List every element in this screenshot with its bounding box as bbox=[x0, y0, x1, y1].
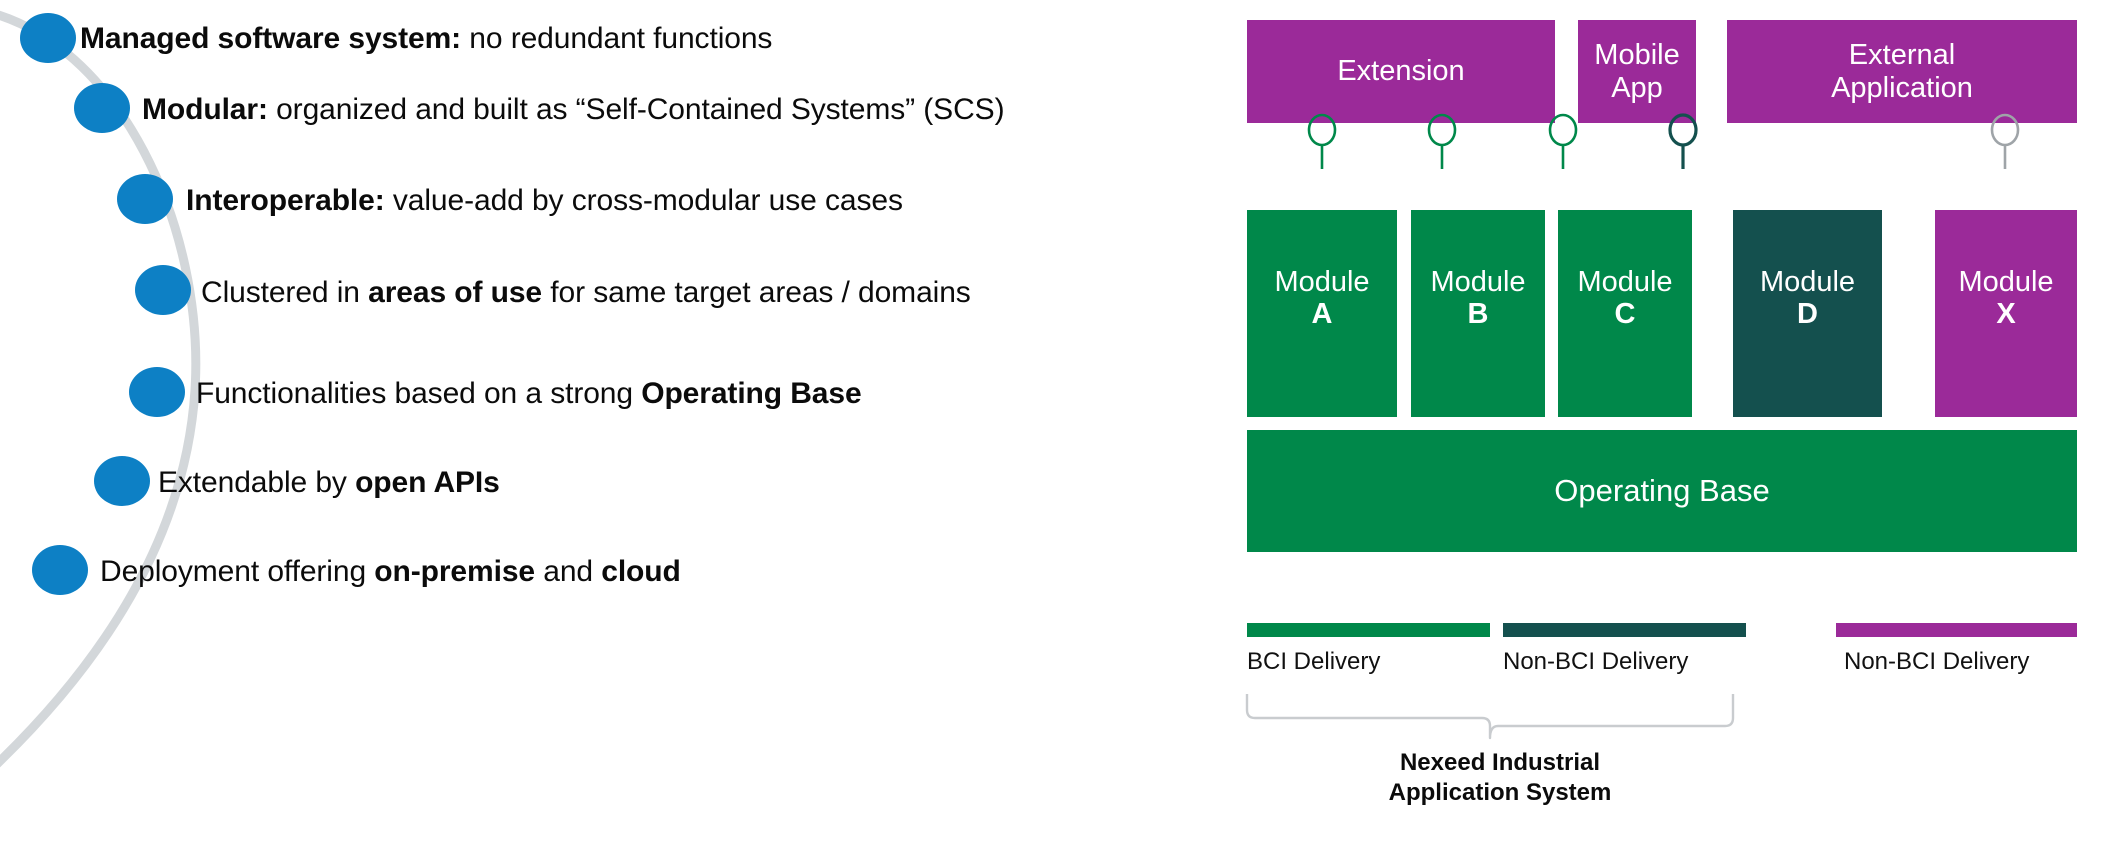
consumer-box-external-application[interactable]: External Application bbox=[1727, 20, 2077, 123]
bullet-pre-7: Deployment offering bbox=[100, 555, 375, 588]
module-box-x[interactable]: Module X bbox=[1935, 210, 2077, 417]
bullet-rest-4: for same target areas / domains bbox=[542, 276, 971, 309]
legend-label-non-bci-delivery-external: Non-BCI Delivery bbox=[1844, 648, 2030, 675]
module-letter: C bbox=[1614, 298, 1636, 331]
decorative-arc bbox=[0, 10, 201, 768]
consumer-label-line1: External bbox=[1848, 39, 1956, 72]
module-box-a[interactable]: Module A bbox=[1247, 210, 1397, 417]
bullet-bold-6: open APIs bbox=[355, 466, 500, 499]
module-box-b[interactable]: Module B bbox=[1411, 210, 1545, 417]
bullet-dot-6 bbox=[94, 456, 150, 506]
bullet-bold-7: on-premise bbox=[374, 555, 535, 588]
module-box-d[interactable]: Module D bbox=[1733, 210, 1882, 417]
bullet-label-6: Extendable by open APIs bbox=[158, 466, 500, 501]
api-lollipop-module-b bbox=[1427, 113, 1457, 169]
system-scope-caption-line2: Application System bbox=[1388, 779, 1612, 806]
module-name: Module bbox=[1759, 266, 1856, 298]
module-box-c[interactable]: Module C bbox=[1558, 210, 1692, 417]
bullet-label-3: Interoperable: value-add by cross-modula… bbox=[186, 184, 903, 219]
bullet-dot-5 bbox=[129, 367, 185, 417]
bullet-label-7: Deployment offering on-premise and cloud bbox=[100, 555, 681, 590]
module-label-c: Module C bbox=[1577, 266, 1672, 331]
bullet-dot-4 bbox=[135, 265, 191, 315]
consumer-label-line2: Application bbox=[1831, 71, 1973, 104]
bullet-label-4: Clustered in areas of use for same targe… bbox=[201, 276, 971, 311]
api-lollipop-module-d bbox=[1668, 113, 1698, 169]
consumer-label-line2: App bbox=[1611, 71, 1663, 104]
bullet-bold2-7: cloud bbox=[601, 555, 681, 588]
module-letter: X bbox=[1996, 298, 2016, 331]
bullet-bold-4: areas of use bbox=[368, 276, 543, 309]
module-label-a: Module A bbox=[1274, 266, 1369, 331]
bullet-label-1: Managed software system: no redundant fu… bbox=[80, 22, 772, 57]
legend-swatch-non-bci-delivery bbox=[1503, 623, 1746, 637]
system-scope-bracket bbox=[1245, 694, 1735, 740]
module-letter: D bbox=[1797, 298, 1818, 331]
api-lollipop-module-x bbox=[1990, 113, 2020, 169]
module-label-d: Module D bbox=[1760, 266, 1855, 331]
legend-swatch-non-bci-delivery-external bbox=[1836, 623, 2077, 637]
consumer-box-extension[interactable]: Extension bbox=[1247, 20, 1555, 123]
module-letter: B bbox=[1467, 298, 1489, 331]
bullet-rest-2: organized and built as “Self-Contained S… bbox=[267, 93, 1005, 126]
bullet-rest-1: no redundant functions bbox=[461, 22, 773, 55]
api-lollipop-module-c bbox=[1548, 113, 1578, 169]
module-name: Module bbox=[1958, 266, 2054, 298]
bullet-label-2: Modular: organized and built as “Self-Co… bbox=[142, 93, 1005, 128]
module-name: Module bbox=[1274, 266, 1370, 298]
system-scope-caption-line1: Nexeed Industrial bbox=[1399, 749, 1601, 776]
consumer-label-mobile-app: Mobile App bbox=[1594, 39, 1679, 104]
legend-label-non-bci-delivery: Non-BCI Delivery bbox=[1503, 648, 1689, 675]
operating-base-bar[interactable]: Operating Base bbox=[1247, 430, 2077, 552]
bullet-pre-5: Functionalities based on a strong bbox=[196, 377, 642, 410]
bullet-bold-2: Modular: bbox=[142, 93, 268, 126]
legend-label-bci-delivery: BCI Delivery bbox=[1247, 648, 1381, 675]
bullet-dot-1 bbox=[20, 13, 76, 63]
bullet-rest-3: value-add by cross-modular use cases bbox=[384, 184, 903, 217]
consumer-label-extension: Extension bbox=[1337, 55, 1465, 88]
operating-base-label: Operating Base bbox=[1554, 472, 1770, 508]
bullet-pre-6: Extendable by bbox=[158, 466, 356, 499]
module-name: Module bbox=[1430, 266, 1526, 298]
consumer-box-mobile-app[interactable]: Mobile App bbox=[1578, 20, 1696, 123]
bullet-mid-7: and bbox=[535, 555, 602, 588]
system-scope-caption: Nexeed Industrial Application System bbox=[1380, 748, 1620, 808]
bullet-bold-1: Managed software system: bbox=[80, 22, 462, 55]
bullet-pre-4: Clustered in bbox=[201, 276, 369, 309]
bullet-dot-7 bbox=[32, 545, 88, 595]
bullet-label-5: Functionalities based on a strong Operat… bbox=[196, 377, 862, 412]
module-letter: A bbox=[1311, 298, 1333, 331]
module-name: Module bbox=[1577, 266, 1673, 298]
module-label-x: Module X bbox=[1958, 266, 2053, 331]
bullet-bold-5: Operating Base bbox=[641, 377, 862, 410]
api-lollipop-module-a bbox=[1307, 113, 1337, 169]
consumer-label-line1: Mobile bbox=[1594, 39, 1680, 72]
bullet-dot-3 bbox=[117, 174, 173, 224]
bullet-dot-2 bbox=[74, 83, 130, 133]
consumer-label-external-application: External Application bbox=[1831, 39, 1973, 104]
bullet-bold-3: Interoperable: bbox=[186, 184, 385, 217]
module-label-b: Module B bbox=[1430, 266, 1525, 331]
legend-swatch-bci-delivery bbox=[1247, 623, 1490, 637]
